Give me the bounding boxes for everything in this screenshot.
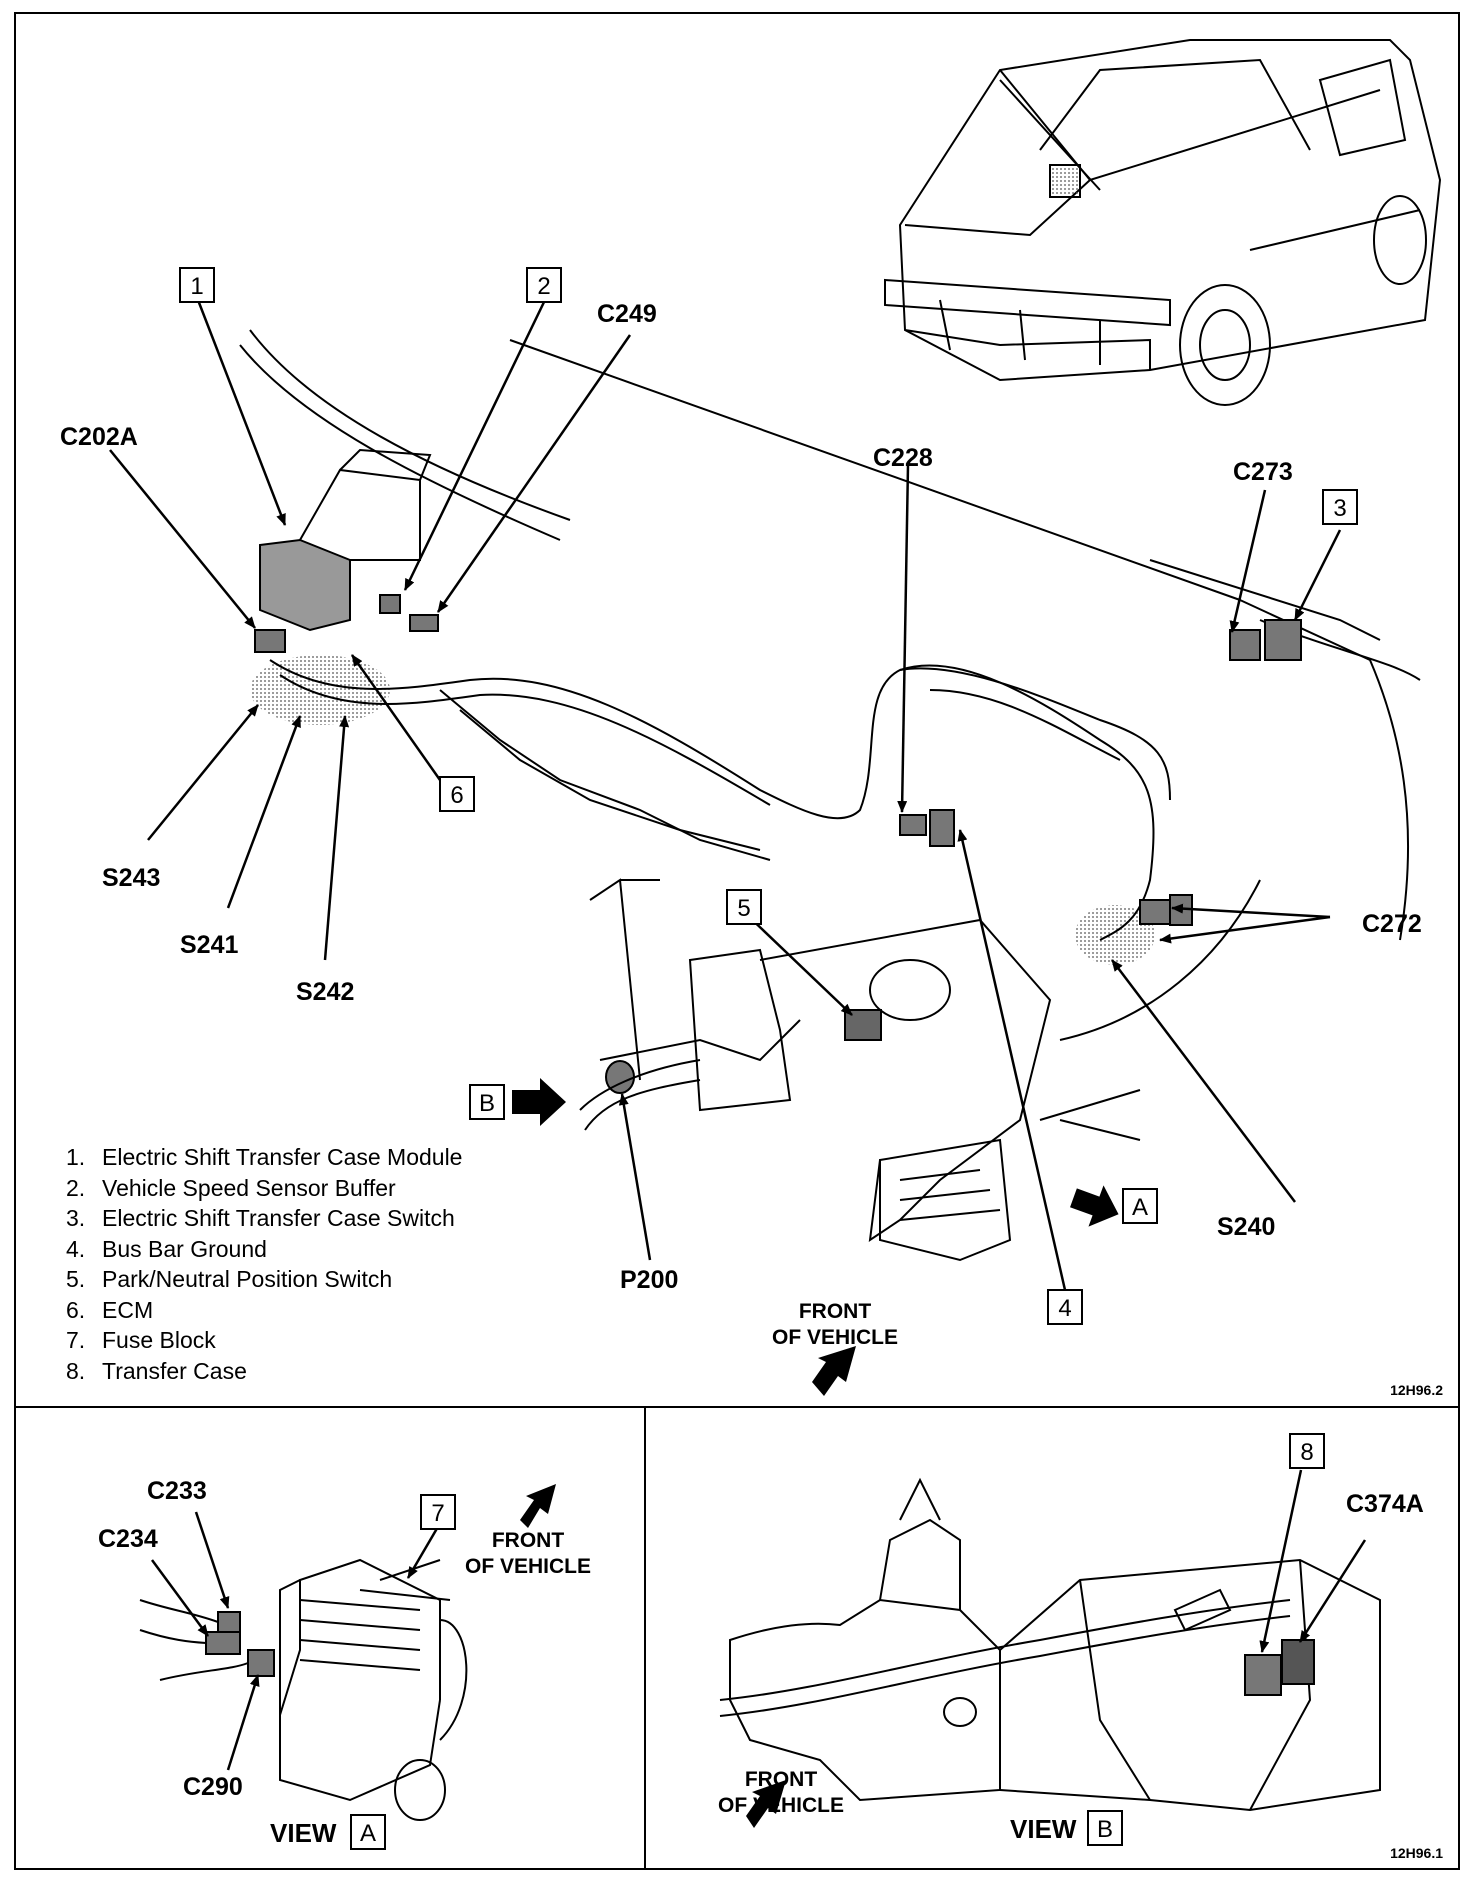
box-4: 4 <box>1058 1295 1071 1322</box>
view-a-front-arrow-icon <box>520 1484 556 1528</box>
callout-c234: C234 <box>98 1525 158 1553</box>
box-5: 5 <box>737 895 750 922</box>
view-b-label: VIEW <box>1010 1814 1077 1844</box>
callout-s240: S240 <box>1217 1213 1275 1241</box>
callout-p200: P200 <box>620 1266 678 1294</box>
box-8: 8 <box>1300 1439 1313 1466</box>
direction-arrows <box>512 1078 1119 1828</box>
figure-id-main: 12H96.2 <box>1390 1382 1443 1398</box>
legend-item: 4. Bus Bar Ground <box>66 1234 586 1265</box>
box-a: A <box>1132 1194 1148 1221</box>
legend-item: 1. Electric Shift Transfer Case Module <box>66 1142 586 1173</box>
view-b-panel <box>644 1406 1460 1870</box>
legend: 1. Electric Shift Transfer Case Module 2. V… <box>66 1142 586 1386</box>
legend-item-label: Vehicle Speed Sensor Buffer <box>102 1174 396 1201</box>
legend-item-number: 1. <box>66 1144 86 1170</box>
callout-c233: C233 <box>147 1477 207 1505</box>
legend-item-number: 3. <box>66 1205 86 1231</box>
figure-id-view-b: 12H96.1 <box>1390 1845 1443 1861</box>
legend-item-number: 6. <box>66 1296 86 1323</box>
transfer-case-illustration <box>719 1477 1381 1812</box>
box-1: 1 <box>190 273 203 300</box>
view-b-arrow-icon <box>512 1078 566 1126</box>
legend-item: 8. Transfer Case <box>66 1356 586 1387</box>
callout-c202a: C202A <box>60 423 138 451</box>
box-6: 6 <box>450 782 463 809</box>
view-a-leaders <box>150 1511 441 1771</box>
front-label-line2: OF VEHICLE <box>772 1326 898 1349</box>
box-2: 2 <box>537 273 550 300</box>
leader-lines <box>109 299 1342 1291</box>
legend-item-label: Electric Shift Transfer Case Module <box>102 1144 463 1170</box>
callout-s243: S243 <box>102 864 160 892</box>
box-7: 7 <box>431 1500 444 1527</box>
legend-item-number: 7. <box>66 1327 86 1353</box>
fuse-block-illustration <box>139 1558 468 1821</box>
front-arrow-icon <box>812 1346 856 1396</box>
box-b: B <box>479 1090 495 1117</box>
legend-item: 2. Vehicle Speed Sensor Buffer <box>66 1173 586 1204</box>
view-a-box: A <box>360 1820 376 1847</box>
legend-item-number: 4. <box>66 1235 86 1262</box>
view-a-front-label-line1: FRONT <box>492 1529 564 1552</box>
view-a-label: VIEW <box>270 1818 337 1848</box>
callout-c228: C228 <box>873 444 933 472</box>
view-b-front-arrow-icon <box>746 1780 786 1828</box>
legend-item-label: Electric Shift Transfer Case Switch <box>102 1205 455 1231</box>
legend-item-label: Park/Neutral Position Switch <box>102 1266 393 1292</box>
callout-c374a: C374A <box>1346 1490 1424 1518</box>
legend-item-number: 2. <box>66 1174 86 1201</box>
callout-c272: C272 <box>1362 910 1422 938</box>
harness-illustration <box>239 329 1421 1262</box>
view-b-front-label-line2: OF VEHICLE <box>718 1794 844 1817</box>
vehicle-illustration <box>884 39 1442 406</box>
callout-c290: C290 <box>183 1773 243 1801</box>
legend-item-label: Bus Bar Ground <box>102 1235 267 1262</box>
legend-item: 7. Fuse Block <box>66 1325 586 1356</box>
callout-s241: S241 <box>180 931 238 959</box>
legend-item: 3. Electric Shift Transfer Case Switch <box>66 1203 586 1234</box>
view-a-arrow-icon <box>1070 1185 1119 1227</box>
legend-item-number: 5. <box>66 1266 86 1292</box>
legend-item-label: Transfer Case <box>102 1357 247 1384</box>
callout-c249: C249 <box>597 300 657 328</box>
numbered-boxes <box>179 267 1358 1850</box>
view-a-front-label-line2: OF VEHICLE <box>465 1555 591 1578</box>
legend-item-label: Fuse Block <box>102 1327 216 1353</box>
callout-s242: S242 <box>296 978 354 1006</box>
box-3: 3 <box>1333 495 1346 522</box>
view-b-leaders <box>1259 1469 1367 1653</box>
legend-item-label: ECM <box>102 1296 154 1323</box>
legend-item: 6. ECM <box>66 1295 586 1326</box>
callout-c273: C273 <box>1233 458 1293 486</box>
view-b-box: B <box>1097 1816 1113 1843</box>
view-b-front-label-line1: FRONT <box>745 1768 817 1791</box>
legend-item-number: 8. <box>66 1357 86 1384</box>
front-label-line1: FRONT <box>799 1300 871 1323</box>
legend-item: 5. Park/Neutral Position Switch <box>66 1264 586 1295</box>
